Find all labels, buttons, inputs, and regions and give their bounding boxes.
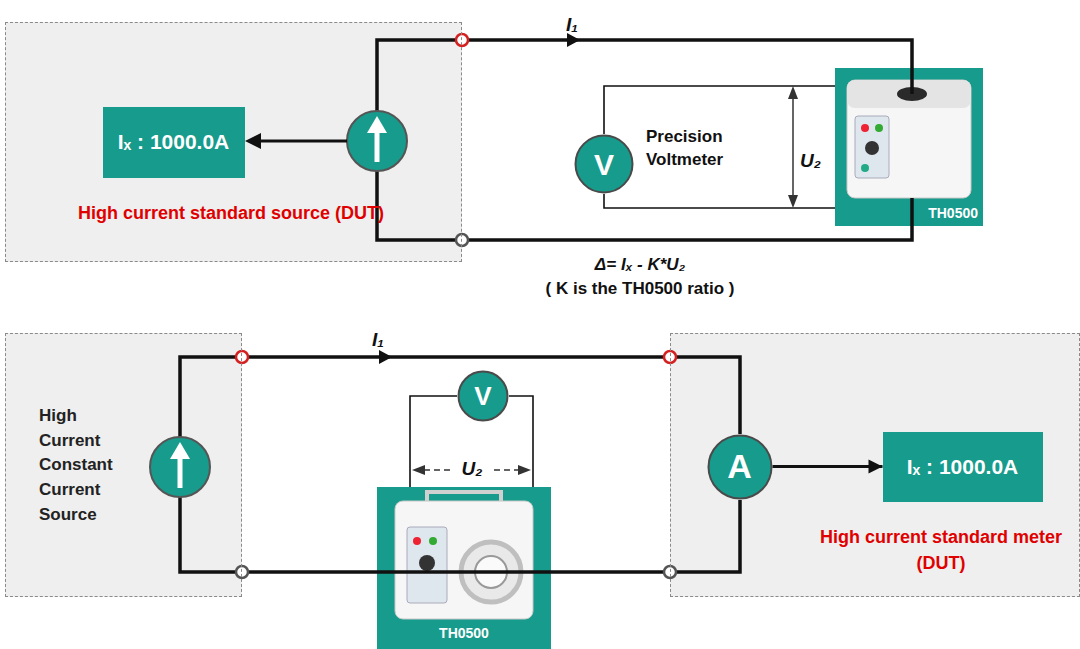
arrow-head bbox=[379, 350, 392, 364]
terminal bbox=[456, 234, 468, 246]
th0500-device bbox=[835, 68, 983, 226]
source-arrow bbox=[375, 130, 380, 162]
voltage-bracket bbox=[412, 465, 425, 475]
voltmeter-circle: V bbox=[574, 134, 634, 194]
meter-symbol bbox=[708, 435, 771, 498]
region-ground bbox=[670, 333, 1080, 597]
ammeter-circle: A bbox=[707, 434, 773, 500]
wire-connector bbox=[410, 396, 457, 487]
voltage-bracket bbox=[518, 465, 531, 475]
wire-path bbox=[551, 570, 670, 574]
voltage-bracket bbox=[792, 98, 794, 196]
readout-arrow bbox=[245, 133, 261, 149]
th0500-box: TH0500 bbox=[835, 68, 983, 226]
voltage-bracket bbox=[788, 195, 798, 208]
wire-connector bbox=[242, 572, 377, 573]
meter-symbol bbox=[576, 136, 633, 193]
wire-connector bbox=[242, 350, 670, 364]
wire-connector bbox=[604, 86, 835, 134]
voltage-label: U₂ bbox=[800, 148, 832, 174]
current-source-symbol bbox=[150, 437, 210, 497]
wire-path bbox=[462, 226, 912, 240]
source-arrow bbox=[170, 442, 190, 459]
meter-letter: V bbox=[474, 382, 491, 411]
arrow-head bbox=[567, 33, 580, 47]
wire-path bbox=[242, 570, 377, 574]
source-arrow bbox=[178, 456, 183, 488]
readout-arrow bbox=[258, 140, 347, 143]
region-title: High current standard source (DUT) bbox=[76, 200, 386, 226]
current-source-symbol bbox=[347, 111, 407, 171]
device-label: TH0500 bbox=[835, 205, 983, 222]
wire-connector bbox=[462, 226, 912, 240]
instrument-label: Precision Voltmeter bbox=[646, 126, 766, 172]
reading-box: Iₓ : 1000.0A bbox=[883, 432, 1043, 502]
wire-path bbox=[604, 86, 835, 134]
wire bbox=[509, 396, 533, 487]
wire-path bbox=[242, 355, 670, 359]
wire bbox=[604, 194, 835, 208]
wire-connector bbox=[551, 572, 670, 573]
wire bbox=[377, 171, 462, 240]
voltmeter-circle: V bbox=[457, 370, 509, 422]
meter-letter: V bbox=[594, 148, 614, 181]
current-label: I₁ bbox=[372, 327, 384, 353]
source-arrow bbox=[367, 116, 387, 133]
formula: Δ= Iₓ - K*U₂ bbox=[440, 254, 840, 277]
wire bbox=[670, 500, 740, 572]
th0500-box: TH0500 bbox=[377, 487, 551, 649]
wire-path bbox=[462, 40, 912, 68]
source-region: High Current Constant Current Source bbox=[5, 333, 242, 597]
terminal bbox=[236, 566, 248, 578]
wire bbox=[180, 357, 242, 437]
terminal bbox=[456, 34, 468, 46]
meter-region: A Iₓ : 1000.0A High current standard meter… bbox=[670, 333, 1080, 597]
source-region: Iₓ : 1000.0A High current standard source… bbox=[5, 22, 462, 262]
arrow-head bbox=[869, 460, 883, 474]
wire bbox=[180, 497, 242, 572]
current-label: I₁ bbox=[566, 12, 578, 38]
terminal bbox=[236, 351, 248, 363]
wire bbox=[377, 40, 462, 111]
reading-text: Iₓ : 1000.0A bbox=[907, 455, 1019, 478]
formula-note: ( K is the TH0500 ratio ) bbox=[440, 278, 840, 301]
wire-connector bbox=[773, 460, 883, 474]
region-ground bbox=[5, 22, 462, 262]
wire-path bbox=[773, 465, 883, 468]
region-title: High Current Constant Current Source bbox=[39, 404, 131, 527]
voltage-bracket bbox=[788, 86, 798, 99]
device-label: TH0500 bbox=[377, 625, 551, 642]
wire-path bbox=[410, 396, 457, 487]
region-ground bbox=[5, 333, 242, 597]
reading-text: Iₓ : 1000.0A bbox=[118, 130, 230, 153]
meter-letter: A bbox=[727, 448, 752, 485]
th0500-device bbox=[377, 487, 551, 649]
region-title: High current standard meter (DUT) bbox=[801, 524, 1080, 576]
voltage-label: U₂ bbox=[452, 456, 492, 482]
wire-connector bbox=[462, 33, 912, 68]
meter-symbol bbox=[459, 372, 508, 421]
wire bbox=[670, 357, 740, 434]
reading-box: Iₓ : 1000.0A bbox=[103, 107, 245, 178]
